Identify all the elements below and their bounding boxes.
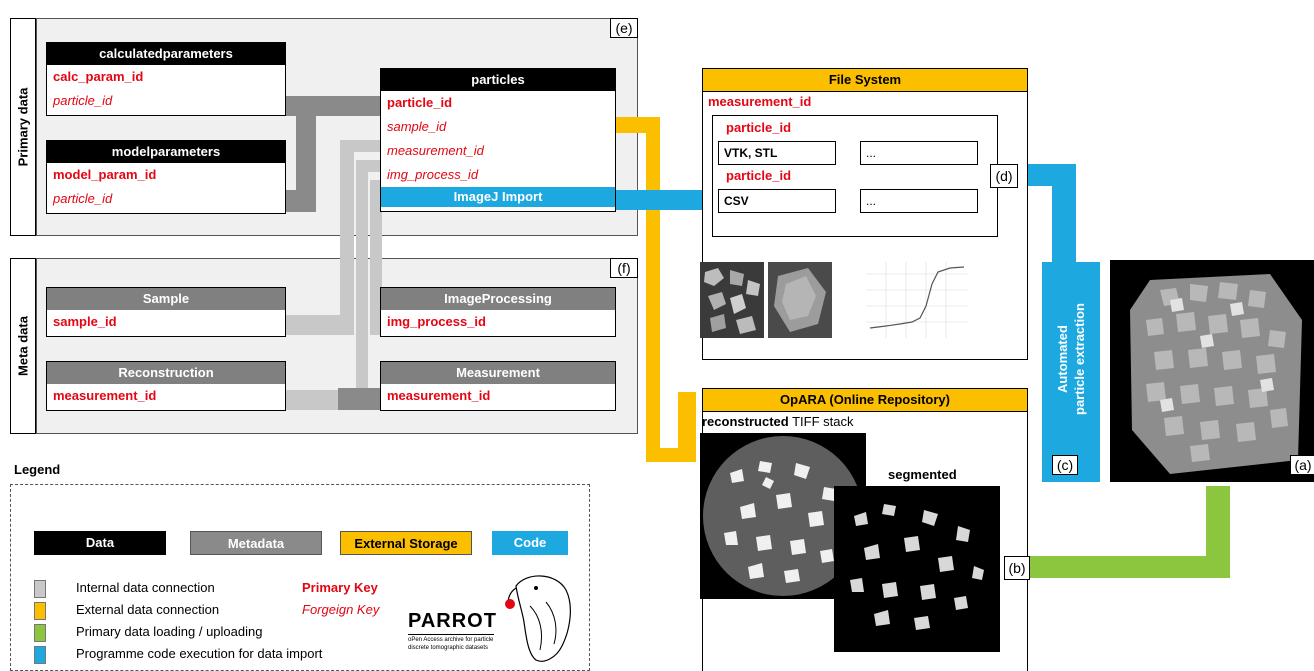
label-c: (c) bbox=[1052, 455, 1078, 475]
code-connection-bar bbox=[1052, 164, 1076, 264]
parrot-logo: PARROT oPen Access archive for particle … bbox=[406, 566, 586, 666]
foreign-key-field: measurement_id bbox=[387, 143, 484, 158]
dots-cell: ... bbox=[860, 141, 978, 165]
parrot-subtitle-1: oPen Access archive for particle bbox=[408, 637, 494, 643]
legend-programme-text: Programme code execution for data import bbox=[76, 646, 323, 661]
label-a: (a) bbox=[1290, 455, 1314, 475]
legend-external-text: External data connection bbox=[76, 602, 220, 617]
ct-volume-picture bbox=[1130, 274, 1302, 474]
table-sample: Sample sample_id bbox=[46, 287, 286, 337]
primary-key-field: sample_id bbox=[53, 314, 117, 329]
parrot-underline bbox=[408, 634, 494, 635]
legend-loading-text: Primary data loading / uploading bbox=[76, 624, 263, 639]
fs-particle-id: particle_id bbox=[726, 120, 792, 135]
parrot-title: PARROT bbox=[408, 610, 497, 632]
legend-title: Legend bbox=[14, 462, 61, 477]
label-e: (e) bbox=[610, 18, 638, 38]
legend-data-swatch: Data bbox=[34, 531, 166, 555]
loading-connection-bar bbox=[1206, 486, 1230, 578]
fs-inner-box bbox=[712, 115, 998, 237]
legend-internal-swatch bbox=[34, 580, 46, 598]
loading-connection-bar bbox=[1028, 556, 1230, 578]
ct-volume-image bbox=[1110, 260, 1314, 482]
meta-data-label: Meta data bbox=[10, 258, 36, 434]
dots-cell: ... bbox=[860, 189, 978, 213]
internal-connection-bar bbox=[356, 160, 368, 410]
legend-external-swatch bbox=[34, 602, 46, 620]
table-imageprocessing: ImageProcessing img_process_id bbox=[380, 287, 616, 337]
table-title: Measurement bbox=[381, 362, 615, 384]
external-connection-bar bbox=[678, 392, 696, 462]
primary-key-field: model_param_id bbox=[53, 167, 157, 182]
table-title: calculatedparameters bbox=[47, 43, 285, 65]
parrot-subtitle-2: discrete tomographic datasets bbox=[408, 645, 489, 651]
particle-closeup-picture bbox=[774, 268, 826, 332]
primary-data-label: Primary data bbox=[10, 18, 36, 236]
primary-key-field: measurement_id bbox=[53, 388, 157, 403]
reconstructed-bold: reconstructed bbox=[702, 414, 789, 429]
fs-measurement-id: measurement_id bbox=[708, 94, 812, 109]
table-title: Reconstruction bbox=[47, 362, 285, 384]
primary-key-field: particle_id bbox=[387, 95, 453, 110]
primary-key-field: img_process_id bbox=[387, 314, 486, 329]
primary-key-field: measurement_id bbox=[387, 388, 491, 403]
label-f: (f) bbox=[610, 258, 638, 278]
foreign-key-field: particle_id bbox=[53, 191, 113, 206]
opara-title: OpARA (Online Repository) bbox=[703, 389, 1027, 412]
extraction-line1: Automated bbox=[1055, 324, 1070, 393]
legend-foreign-key: Forgeign Key bbox=[302, 602, 380, 617]
foreign-key-field: img_process_id bbox=[387, 167, 479, 182]
table-particles: particles particle_id sample_id measurem… bbox=[380, 68, 616, 212]
tiff-slice-picture bbox=[703, 436, 863, 596]
table-title: Sample bbox=[47, 288, 285, 310]
csv-cell: CSV bbox=[718, 189, 836, 213]
imagej-import-code: ImageJ Import bbox=[381, 187, 615, 207]
vtk-stl-cell: VTK, STL bbox=[718, 141, 836, 165]
internal-connection-bar bbox=[340, 140, 354, 335]
internal-connection-bar bbox=[296, 96, 316, 212]
distribution-curve bbox=[866, 262, 968, 338]
table-modelparameters: modelparameters model_param_id particle_… bbox=[46, 140, 286, 214]
internal-connection-bar bbox=[370, 180, 382, 335]
table-calculatedparameters: calculatedparameters calc_param_id parti… bbox=[46, 42, 286, 116]
internal-connection-bar bbox=[316, 96, 382, 116]
segmented-label: segmented bbox=[888, 467, 957, 482]
reconstructed-rest: TIFF stack bbox=[788, 414, 854, 429]
size-distribution-plot bbox=[866, 262, 968, 338]
internal-connection-bar bbox=[286, 315, 354, 335]
primary-key-field: calc_param_id bbox=[53, 69, 144, 84]
table-reconstruction: Reconstruction measurement_id bbox=[46, 361, 286, 411]
legend-primary-key: Primary Key bbox=[302, 580, 378, 595]
legend-internal-text: Internal data connection bbox=[76, 580, 215, 595]
label-d: (d) bbox=[990, 164, 1018, 188]
foreign-key-field: sample_id bbox=[387, 119, 447, 134]
internal-connection-bar bbox=[338, 388, 384, 410]
table-title: modelparameters bbox=[47, 141, 285, 163]
particle-sem-closeup bbox=[768, 262, 832, 338]
reconstructed-label: reconstructed TIFF stack bbox=[702, 414, 853, 429]
segmented-image bbox=[834, 486, 1000, 652]
parrot-bird-icon bbox=[505, 575, 571, 662]
legend-metadata-swatch: Metadata bbox=[190, 531, 322, 555]
legend-programme-swatch bbox=[34, 646, 46, 664]
legend-loading-swatch bbox=[34, 624, 46, 642]
table-title: particles bbox=[381, 69, 615, 91]
file-system-title: File System bbox=[703, 69, 1027, 92]
table-title: ImageProcessing bbox=[381, 288, 615, 310]
table-measurement: Measurement measurement_id bbox=[380, 361, 616, 411]
extraction-line2: particle extraction bbox=[1072, 302, 1087, 415]
fs-particle-id: particle_id bbox=[726, 168, 792, 183]
particle-sem-picture bbox=[704, 268, 760, 334]
external-connection-bar bbox=[646, 117, 660, 462]
segmented-picture bbox=[850, 504, 984, 630]
legend-external-storage-swatch: External Storage bbox=[340, 531, 472, 555]
particles-sem-image bbox=[700, 262, 764, 338]
foreign-key-field: particle_id bbox=[53, 93, 113, 108]
internal-connection-bar bbox=[286, 190, 316, 212]
label-b: (b) bbox=[1004, 556, 1030, 580]
legend-code-swatch: Code bbox=[492, 531, 568, 555]
automated-extraction-block: Automated particle extraction bbox=[1042, 262, 1100, 482]
